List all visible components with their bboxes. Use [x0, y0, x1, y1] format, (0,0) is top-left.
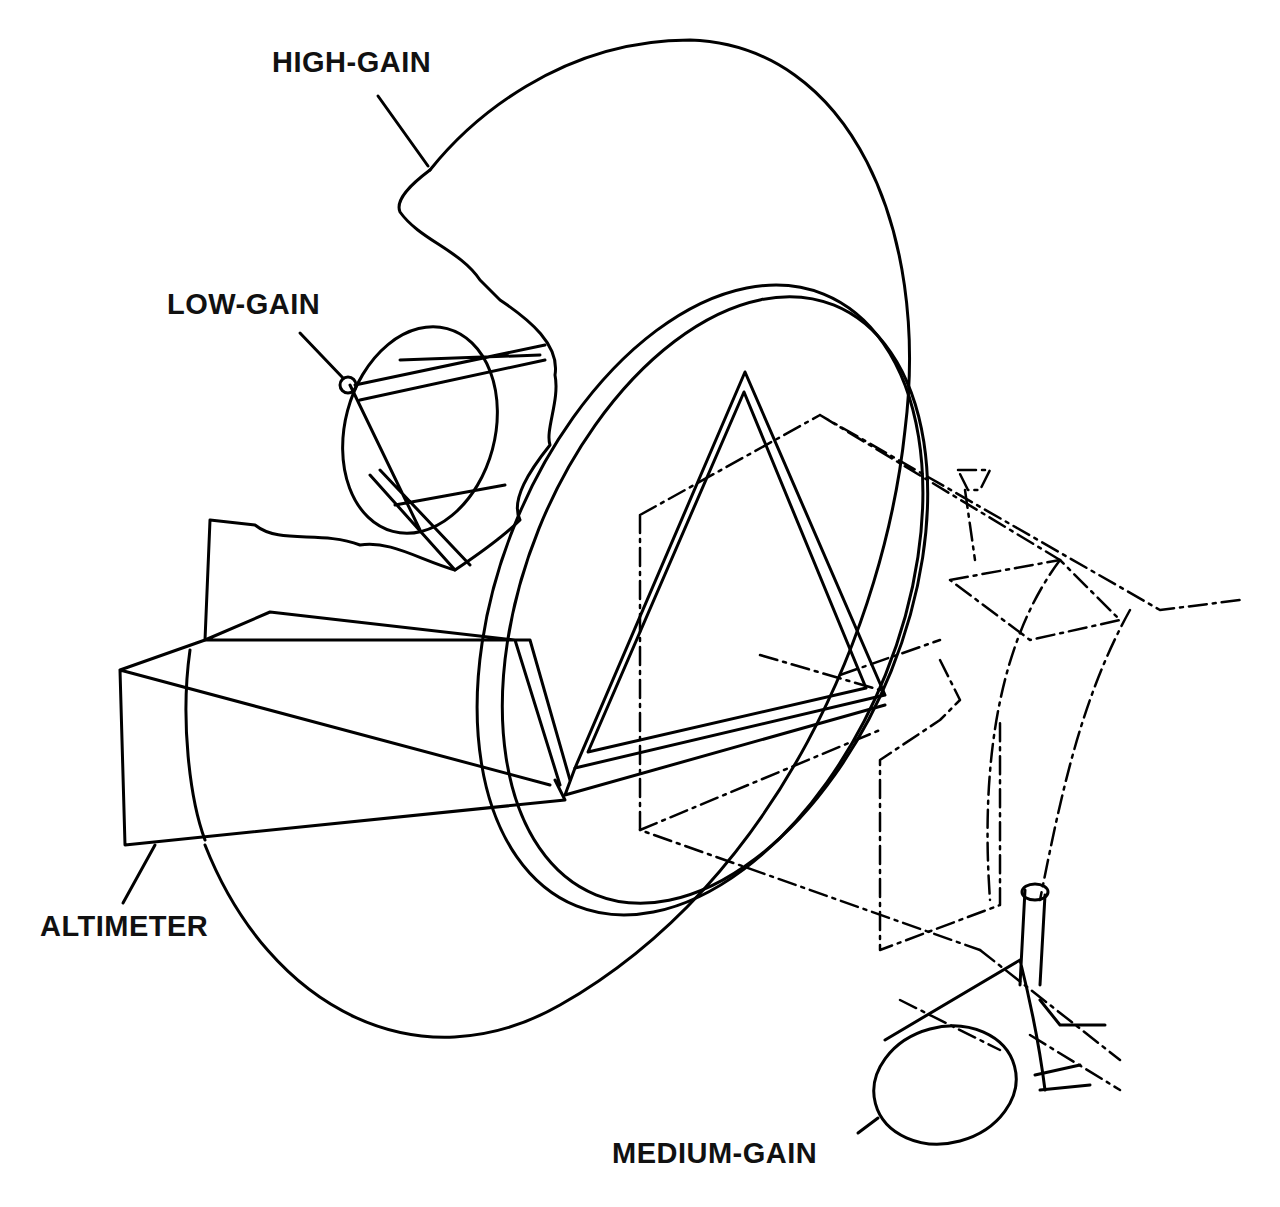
- part-label: LOW-GAIN: [167, 290, 320, 319]
- leader-line: [123, 845, 155, 903]
- dish-cutaway-edge: [205, 170, 556, 640]
- low-gain-struts: [350, 345, 545, 570]
- triangle-base: [565, 705, 885, 795]
- medium-gain-arm: [1035, 1000, 1105, 1090]
- part-label: ALTIMETER: [40, 912, 208, 941]
- part-label: MEDIUM-GAIN: [612, 1139, 817, 1168]
- leader-line: [378, 96, 428, 166]
- low-gain-disc: [320, 309, 519, 551]
- medium-gain-dish: [860, 1010, 1029, 1159]
- bus-lines: [640, 560, 1130, 1090]
- part-label: HIGH-GAIN: [272, 48, 431, 77]
- hub-inner: [420, 234, 1011, 966]
- bus-cone: [958, 470, 990, 560]
- medium-gain-cap: [1022, 884, 1048, 900]
- low-gain-tip: [340, 377, 356, 393]
- feed-triangle-inner: [588, 392, 866, 752]
- hub-ring: [391, 219, 1009, 981]
- feed-triangle: [575, 372, 885, 768]
- medium-gain-mast: [885, 890, 1045, 1090]
- bus-modules: [880, 560, 1120, 1050]
- dish-lower-edge: [186, 650, 205, 840]
- altimeter-horn: [120, 612, 570, 845]
- leader-line: [300, 333, 343, 378]
- bus-outline: [640, 415, 1240, 950]
- leader-line: [858, 1118, 878, 1133]
